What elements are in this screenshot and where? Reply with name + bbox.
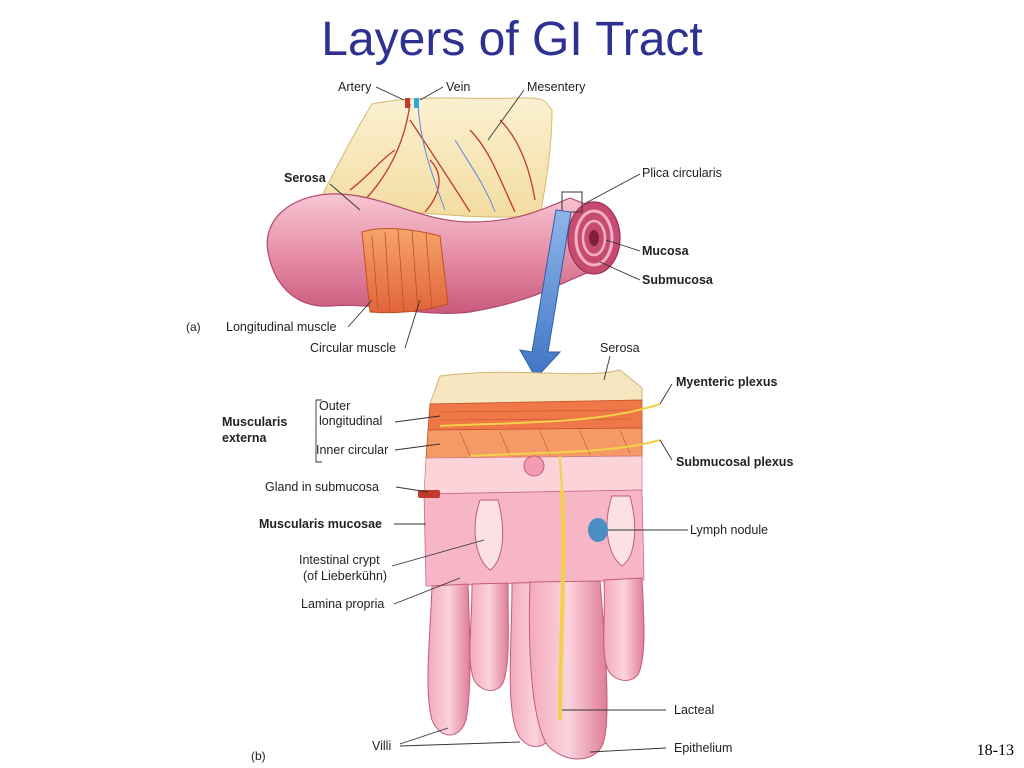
label-plica-circularis: Plica circularis [642,166,722,180]
label-submucosa: Submucosa [642,273,714,287]
slide-title: Layers of GI Tract [321,13,703,66]
mesentery-veins [417,103,496,213]
panel-a-tag: (a) [186,320,201,334]
label-longitudinal-muscle: Longitudinal muscle [226,320,337,334]
label-epithelium: Epithelium [674,741,732,755]
crypt-left [474,499,504,571]
slide-number: 18-13 [976,742,1014,759]
blood-vessel-section [418,490,440,498]
panel-b-leader-lines [315,355,688,753]
inset-marker [561,191,583,213]
label-villi: Villi [372,739,391,753]
label-lamina-propria: Lamina propria [301,597,384,611]
lacteal-vessel [558,489,566,721]
label-lacteal: Lacteal [674,703,714,717]
lumen [589,230,599,246]
label-muscularis-externa-2: externa [222,431,268,445]
label-outer-longitudinal-2: longitudinal [319,414,382,428]
muscle-texture [439,409,631,457]
label-vein: Vein [446,80,470,94]
zoom-arrow [519,209,572,379]
label-muscularis-externa-1: Muscularis [222,415,287,429]
mesentery-vessels [349,103,536,213]
label-gland-in-submucosa: Gland in submucosa [265,480,379,494]
label-mucosa: Mucosa [642,244,690,258]
lymph-nodule [588,518,608,542]
label-artery: Artery [338,80,372,94]
nerve-plexus [439,403,661,491]
crypt-right [606,495,636,567]
label-serosa-a: Serosa [284,171,327,185]
label-lymph-nodule: Lymph nodule [690,523,768,537]
plica-ring-outer [574,209,614,267]
label-myenteric-plexus: Myenteric plexus [676,375,777,389]
label-submucosal-plexus: Submucosal plexus [676,455,793,469]
villi-group [427,577,645,760]
label-muscularis-mucosae: Muscularis mucosae [259,517,382,531]
artery-stub [405,98,410,108]
panel-b-tag: (b) [251,749,266,763]
label-serosa-b: Serosa [600,341,640,355]
circular-muscle-band [361,228,449,314]
serosa-layer [429,369,643,405]
label-intestinal-crypt-2: (of Lieberkühn) [303,569,387,583]
label-outer-longitudinal-1: Outer [319,399,350,413]
label-inner-circular: Inner circular [316,443,388,457]
circular-muscle-lines [371,229,433,313]
panel-a-leader-lines [329,86,641,349]
plica-ring-middle [581,219,607,257]
label-mesentery: Mesentery [527,80,586,94]
submucosal-gland [523,455,545,477]
panel-a-illustration: Artery Vein Mesentery Serosa Plica circu… [186,80,722,379]
label-intestinal-crypt-1: Intestinal crypt [299,553,380,567]
panel-b-illustration: Serosa Myenteric plexus Muscularis exter… [222,341,793,763]
label-circular-muscle: Circular muscle [310,341,396,355]
vein-stub [414,98,419,108]
